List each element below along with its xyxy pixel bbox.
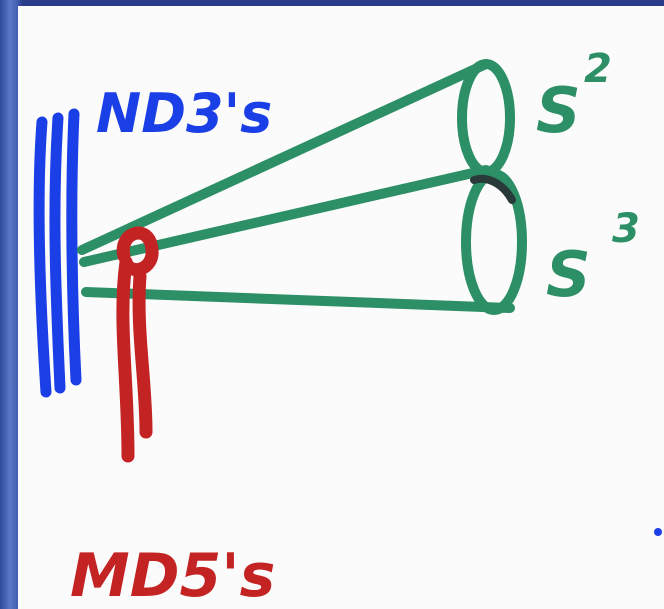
d5-brane-tail-2 <box>132 269 153 439</box>
d3-brane-stack <box>33 108 82 398</box>
lower-sphere-label: S <box>546 238 591 311</box>
ring-junction-mark <box>470 174 516 204</box>
upper-sphere-exponent: 2 <box>584 46 612 92</box>
d3-branes-label: ND3's <box>96 82 272 145</box>
d5-brane-tail <box>116 255 135 463</box>
cone-lower-edge <box>81 287 515 313</box>
d3-brane-line-2 <box>49 112 66 394</box>
lower-sphere-exponent: 3 <box>612 206 640 252</box>
d5-brane-loop <box>116 226 159 277</box>
cone-upper-edge <box>77 59 491 255</box>
lower-sphere-ring <box>461 169 527 315</box>
upper-sphere-label: S <box>536 74 581 147</box>
stray-ink-dot <box>654 528 662 536</box>
d3-brane-line-3 <box>66 108 82 386</box>
d5-brane <box>116 226 159 463</box>
d3-brane-line-1 <box>33 116 52 398</box>
d5-branes-label: MD5's <box>70 541 275 609</box>
upper-sphere-ring <box>457 59 515 177</box>
